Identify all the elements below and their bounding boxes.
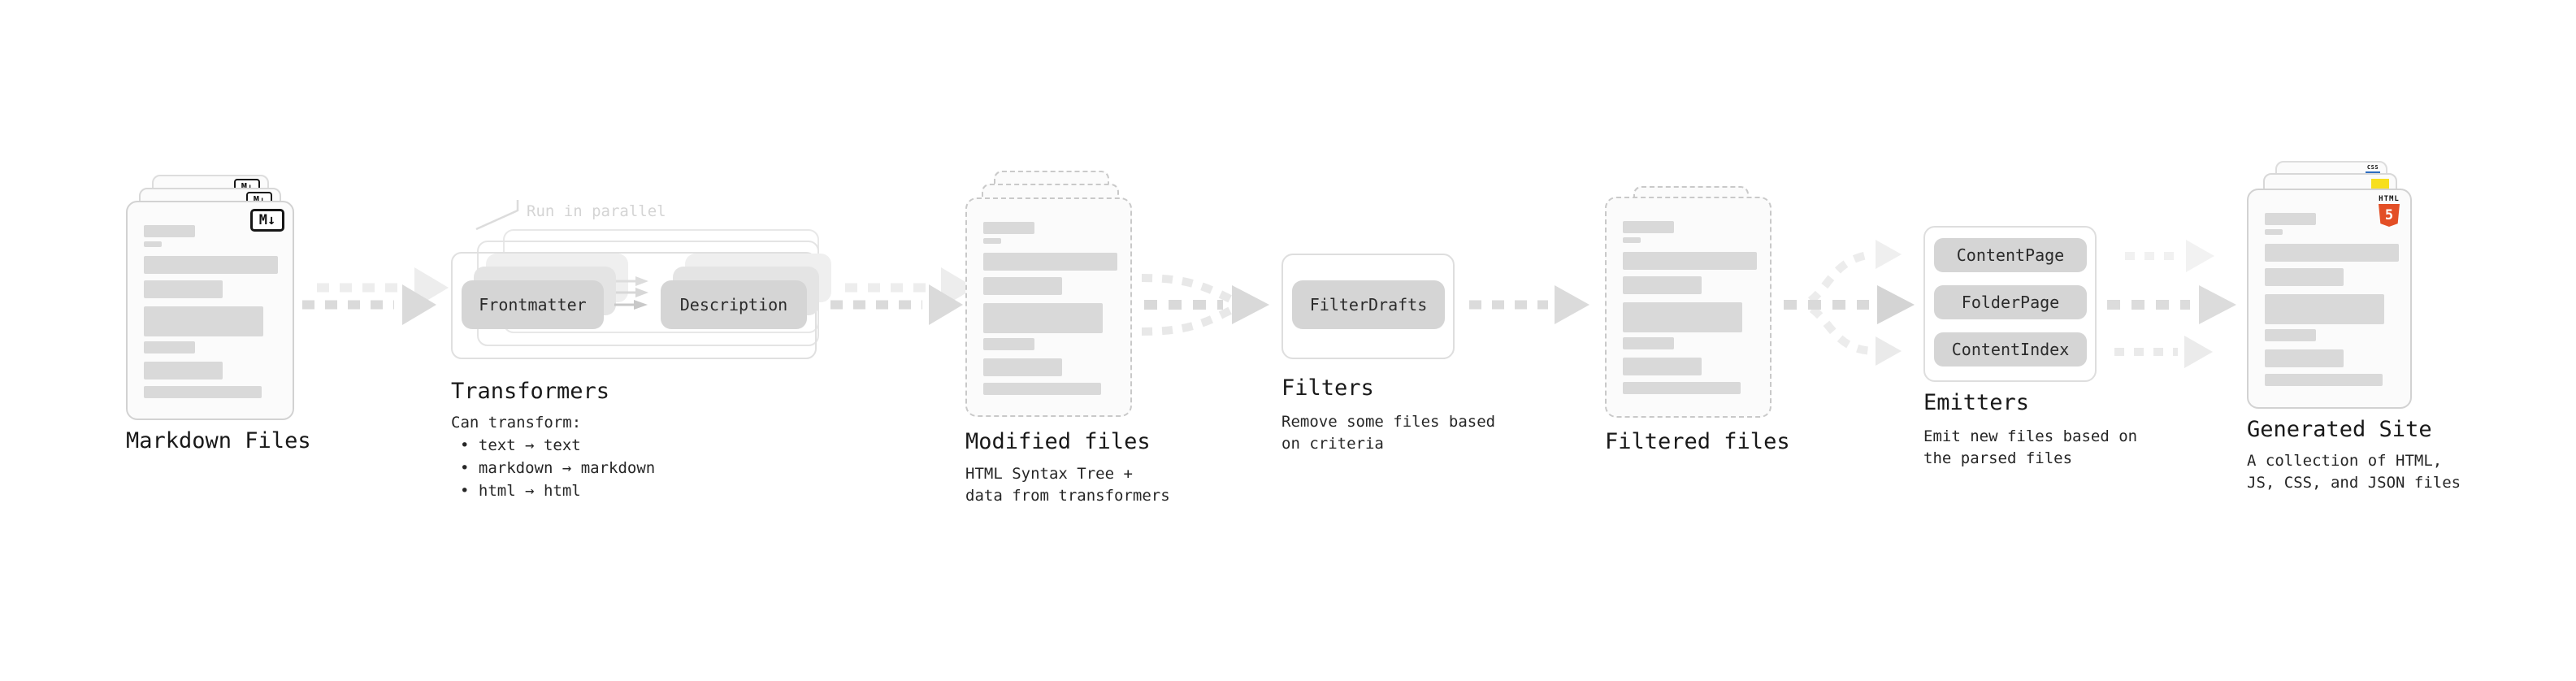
skeleton-line [983,253,1117,271]
description-line: on criteria [1281,435,1384,453]
generated-site-description: A collection of HTML, JS, CSS, and JSON … [2247,450,2461,494]
skeleton-line [144,256,278,274]
filtered-file-card [1605,197,1772,418]
skeleton-line [983,222,1034,234]
html5-icon-label: HTML [2379,195,2400,203]
css-icon-label: CSS [2366,164,2379,171]
skeleton-line [144,306,263,336]
skeleton-line [1623,221,1674,233]
description-line: JS, CSS, and JSON files [2247,474,2461,492]
skeleton-line [1623,337,1674,349]
skeleton-line [144,280,223,298]
arrow-markdown-to-transformers [302,267,449,325]
bullet-item: • text → text [460,436,581,454]
generated-html-file-card: HTML 5 [2247,189,2412,409]
description-line: data from transformers [965,487,1170,505]
annotation-callout-line [475,200,519,231]
skeleton-line [983,303,1103,333]
description-line: HTML Syntax Tree + [965,465,1133,483]
skeleton-line [1623,302,1742,332]
run-in-parallel-annotation: Run in parallel [527,202,666,220]
html5-icon: HTML 5 [2376,195,2402,227]
skeleton-line [2265,294,2384,324]
arrow-transformers-to-modified [830,267,975,325]
stage-label-emitters: Emitters [1923,390,2030,415]
skeleton-line [144,241,162,247]
markdown-file-card: M↓ [126,201,294,420]
markdown-icon: M↓ [250,209,284,232]
arrow-modified-to-filters-converge [1141,274,1269,336]
transformers-bullet-list: • text → text • markdown → markdown • ht… [460,434,655,502]
description-line: A collection of HTML, [2247,452,2443,470]
modified-files-description: HTML Syntax Tree + data from transformer… [965,463,1170,507]
bullet-item: • html → html [460,482,581,500]
modified-file-card [965,197,1132,417]
stage-label-filtered-files: Filtered files [1605,429,1790,454]
description-line: the parsed files [1923,449,2073,467]
arrow-emitters-to-generated [2107,240,2236,368]
skeleton-line [144,386,262,398]
skeleton-line [144,225,195,237]
skeleton-line [1623,237,1641,243]
skeleton-line [144,341,195,354]
skeleton-line [2265,374,2383,386]
skeleton-line [983,277,1062,295]
skeleton-line [1623,252,1757,270]
folderpage-pill: FolderPage [1934,285,2087,319]
skeleton-line [2265,268,2344,286]
emitters-description: Emit new files based on the parsed files [1923,426,2137,470]
stage-label-filters: Filters [1281,375,1374,401]
description-line: Emit new files based on [1923,427,2138,445]
stage-label-generated-site: Generated Site [2247,417,2432,442]
skeleton-line [1623,382,1741,394]
skeleton-line [2265,349,2344,367]
skeleton-line [2265,213,2316,225]
skeleton-line [1623,276,1702,294]
description-pill: Description [661,280,807,329]
description-line: Remove some files based [1281,413,1496,431]
skeleton-line [2265,244,2399,262]
bullet-item: • markdown → markdown [460,459,656,477]
skeleton-line [983,338,1034,350]
js-file-icon [2371,179,2389,189]
filters-description: Remove some files based on criteria [1281,411,1495,455]
frontmatter-pill: Frontmatter [462,280,604,329]
skeleton-line [983,383,1101,395]
stage-label-markdown-files: Markdown Files [126,428,311,453]
skeleton-line [144,362,223,380]
filterdrafts-pill: FilterDrafts [1292,280,1445,329]
arrow-filters-to-filtered [1469,285,1589,324]
html5-icon-shield: 5 [2379,204,2400,227]
stage-label-transformers: Transformers [451,379,610,404]
skeleton-line [983,238,1001,244]
transformers-desc-title: Can transform: [451,414,582,432]
skeleton-line [1623,358,1702,375]
skeleton-line [2265,329,2316,341]
skeleton-line [983,358,1062,376]
contentpage-pill: ContentPage [1934,238,2087,272]
arrow-filtered-to-emitters-fanout [1784,240,1915,366]
contentindex-pill: ContentIndex [1934,332,2087,367]
skeleton-line [2265,229,2283,235]
stage-label-modified-files: Modified files [965,429,1151,454]
